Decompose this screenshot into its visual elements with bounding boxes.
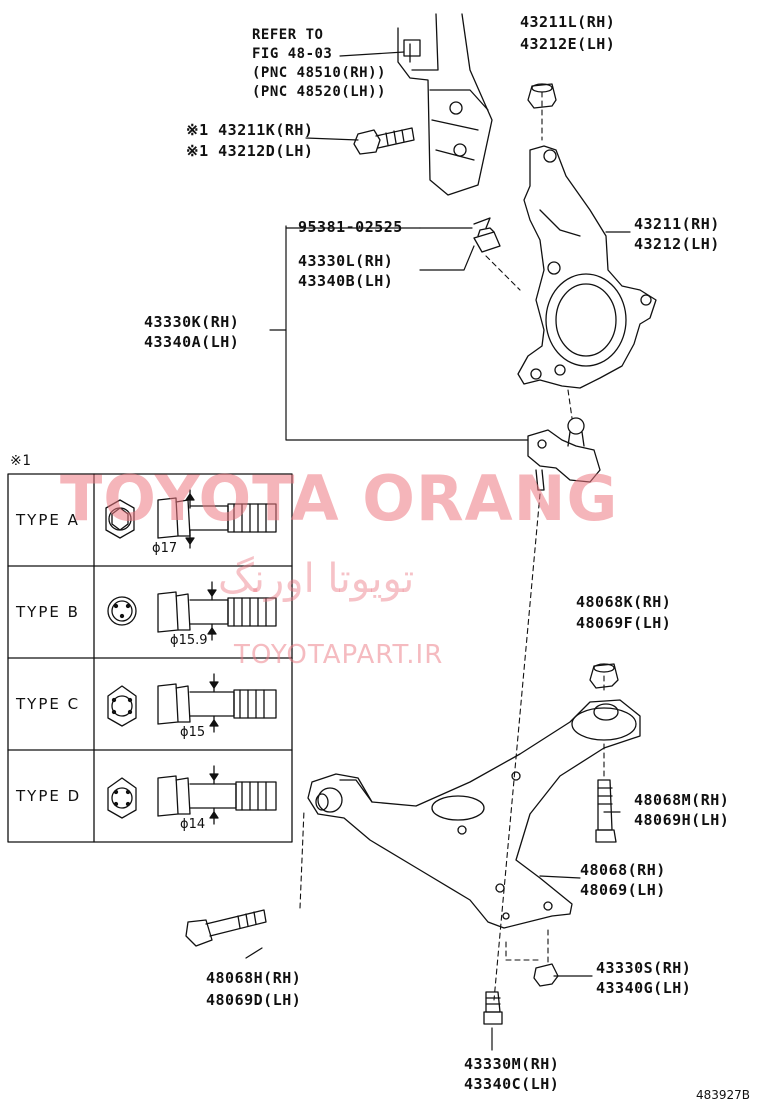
type-d-diameter: ϕ14 — [180, 817, 206, 832]
refer-line-3: (PNC 48510(RH)) — [252, 65, 386, 81]
type-d-bolt — [107, 765, 277, 825]
part-label-43330m[interactable]: 43330M(RH) — [464, 1055, 560, 1073]
part-label-43212e[interactable]: 43212E(LH) — [520, 35, 616, 53]
watermark-brand: TOYOTA ORANG — [60, 462, 619, 535]
part-label-95381[interactable]: 95381-02525 — [298, 218, 403, 236]
part-label-43340a[interactable]: 43340A(LH) — [144, 333, 240, 351]
part-label-48068h[interactable]: 48068H(RH) — [206, 969, 302, 987]
bolt-43330m — [483, 991, 503, 1025]
bolt-43211k — [353, 127, 415, 155]
bolt-type-table — [7, 473, 293, 843]
ball-joint — [527, 417, 601, 491]
part-label-43340b[interactable]: 43340B(LH) — [298, 272, 394, 290]
refer-line-4: (PNC 48520(LH)) — [252, 84, 386, 100]
bolt-48068h — [185, 909, 267, 947]
part-label-43330s[interactable]: 43330S(RH) — [596, 959, 692, 977]
type-b-bolt — [107, 581, 277, 641]
part-label-48068[interactable]: 48068(RH) — [580, 861, 666, 879]
part-label-43330l[interactable]: 43330L(RH) — [298, 252, 394, 270]
part-label-43340c[interactable]: 43340C(LH) — [464, 1075, 560, 1093]
type-c-bolt — [107, 673, 277, 733]
type-c-label: TYPE C — [16, 695, 81, 713]
part-label-48069[interactable]: 48069(LH) — [580, 881, 666, 899]
part-label-48068m[interactable]: 48068M(RH) — [634, 791, 730, 809]
type-c-diameter: ϕ15 — [180, 725, 206, 740]
lower-control-arm — [307, 699, 641, 929]
nut-43330s — [533, 963, 559, 987]
part-label-43212d[interactable]: ※1 43212D(LH) — [186, 142, 314, 160]
part-label-43211[interactable]: 43211(RH) — [634, 215, 720, 233]
type-d-label: TYPE D — [16, 787, 82, 805]
strut-bracket — [397, 13, 493, 196]
part-label-43330k[interactable]: 43330K(RH) — [144, 313, 240, 331]
part-label-48069d[interactable]: 48069D(LH) — [206, 991, 302, 1009]
watermark-persian: تویوتا اورنگ — [218, 556, 415, 602]
refer-line-2: FIG 48-03 — [252, 46, 333, 62]
part-label-48069f[interactable]: 48069F(LH) — [576, 614, 672, 632]
castle-nut-43330l — [473, 227, 501, 253]
part-label-48068k[interactable]: 48068K(RH) — [576, 593, 672, 611]
cotter-pin — [473, 217, 491, 229]
part-label-43212[interactable]: 43212(LH) — [634, 235, 720, 253]
type-a-diameter: ϕ17 — [152, 541, 178, 556]
type-b-diameter: ϕ15.9 — [170, 633, 208, 648]
refer-line-1: REFER TO — [252, 27, 324, 43]
nut-48068k — [589, 663, 619, 689]
steering-knuckle — [517, 145, 657, 389]
figure-number: 483927B — [696, 1088, 751, 1102]
type-a-bolt — [105, 489, 277, 549]
part-label-43211k[interactable]: ※1 43211K(RH) — [186, 121, 314, 139]
note-mark: ※1 — [10, 453, 32, 469]
type-a-label: TYPE A — [16, 511, 80, 529]
part-label-43340g[interactable]: 43340G(LH) — [596, 979, 692, 997]
watermark-url: TOYOTAPART.IR — [234, 640, 444, 670]
part-label-48069h[interactable]: 48069H(LH) — [634, 811, 730, 829]
bolt-48068m — [595, 779, 617, 843]
part-label-43211l[interactable]: 43211L(RH) — [520, 13, 616, 31]
type-b-label: TYPE B — [16, 603, 80, 621]
